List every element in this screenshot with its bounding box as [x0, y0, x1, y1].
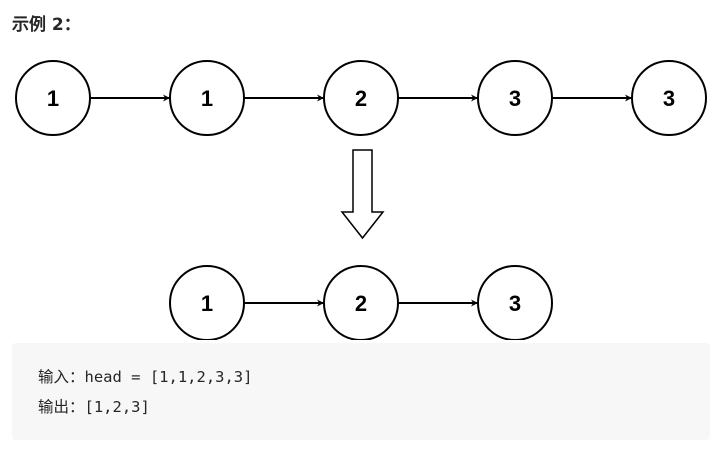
output-line: 输出：[1,2,3]: [38, 398, 150, 416]
output-list-row: 1 2 3: [169, 265, 553, 340]
list-node-value: 3: [509, 291, 521, 316]
input-list-row: 1 1 2 3 3: [15, 60, 707, 136]
list-node-value: 3: [509, 86, 521, 111]
linked-list-diagram: 1 1 2 3 3 1 2 3: [15, 60, 707, 340]
list-node-circle: [477, 265, 553, 340]
input-line: 输入：head = [1,1,2,3,3]: [38, 368, 253, 386]
list-node-value: 1: [201, 291, 213, 316]
example-code-block: 输入：head = [1,1,2,3,3] 输出：[1,2,3]: [12, 343, 710, 440]
example-heading: 示例 2：: [12, 15, 81, 35]
list-node-value: 1: [201, 86, 213, 111]
list-node-circle: [631, 60, 707, 136]
list-node-value: 2: [355, 291, 367, 316]
list-node-value: 2: [355, 86, 367, 111]
list-node-value: 3: [663, 86, 675, 111]
transform-arrow: [340, 149, 385, 240]
list-node-value: 1: [47, 86, 59, 111]
